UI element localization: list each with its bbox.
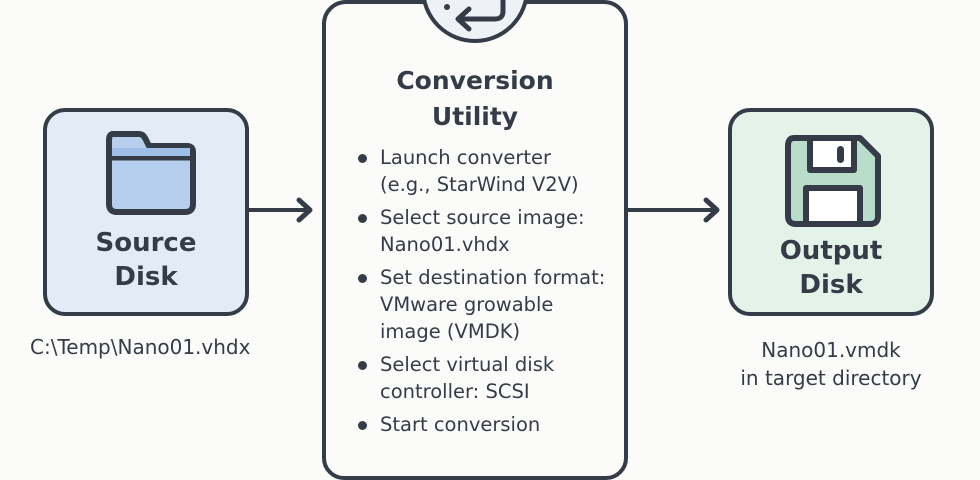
bullet-icon (358, 361, 367, 370)
caption-line: Nano01.vmdk (761, 338, 901, 362)
step-text: Start conversion (380, 413, 541, 436)
step-text: Launch converter (380, 146, 552, 169)
source-disk-box: Source Disk (43, 108, 249, 316)
title-line: Conversion (396, 66, 554, 95)
arrow-right-icon (626, 197, 720, 223)
title-line: Disk (799, 270, 863, 300)
output-disk-box: Output Disk (728, 108, 934, 316)
bullet-icon (358, 154, 367, 163)
convert-arrow-icon (444, 0, 506, 32)
output-file-caption: Nano01.vmdk in target directory (700, 336, 962, 392)
bullet-icon (358, 214, 367, 223)
step-text: controller: SCSI (380, 380, 530, 403)
floppy-disk-icon (785, 135, 881, 227)
step-text: (e.g., StarWind V2V) (380, 173, 579, 196)
step-item: Select virtual disk controller: SCSI (354, 351, 614, 405)
step-text: Nano01.vhdx (380, 233, 510, 256)
title-line: Output (779, 236, 883, 266)
source-path-caption: C:\Temp\Nano01.vhdx (30, 335, 251, 359)
convert-badge (421, 0, 529, 43)
step-item: Start conversion (354, 411, 614, 438)
conversion-utility-title: Conversion Utility (326, 63, 624, 135)
source-disk-title: Source Disk (47, 226, 245, 294)
title-line: Utility (431, 102, 519, 131)
folder-icon (106, 131, 196, 215)
conversion-steps-list: Launch converter (e.g., StarWind V2V) Se… (354, 144, 614, 444)
title-line: Source (95, 228, 197, 258)
step-text: Set destination format: (380, 266, 606, 289)
step-text: Select virtual disk (380, 353, 555, 376)
step-item: Launch converter (e.g., StarWind V2V) (354, 144, 614, 198)
bullet-icon (358, 421, 367, 430)
step-text: VMware growable (380, 293, 554, 316)
arrow-right-icon (247, 197, 313, 223)
caption-line: in target directory (740, 366, 922, 390)
step-text: Select source image: (380, 206, 585, 229)
bullet-icon (358, 274, 367, 283)
step-item: Set destination format: VMware growable … (354, 264, 614, 345)
output-disk-title: Output Disk (732, 234, 930, 302)
title-line: Disk (114, 262, 178, 292)
step-item: Select source image: Nano01.vhdx (354, 204, 614, 258)
step-text: image (VMDK) (380, 320, 521, 343)
conversion-utility-box: Conversion Utility Launch converter (e.g… (322, 0, 628, 480)
